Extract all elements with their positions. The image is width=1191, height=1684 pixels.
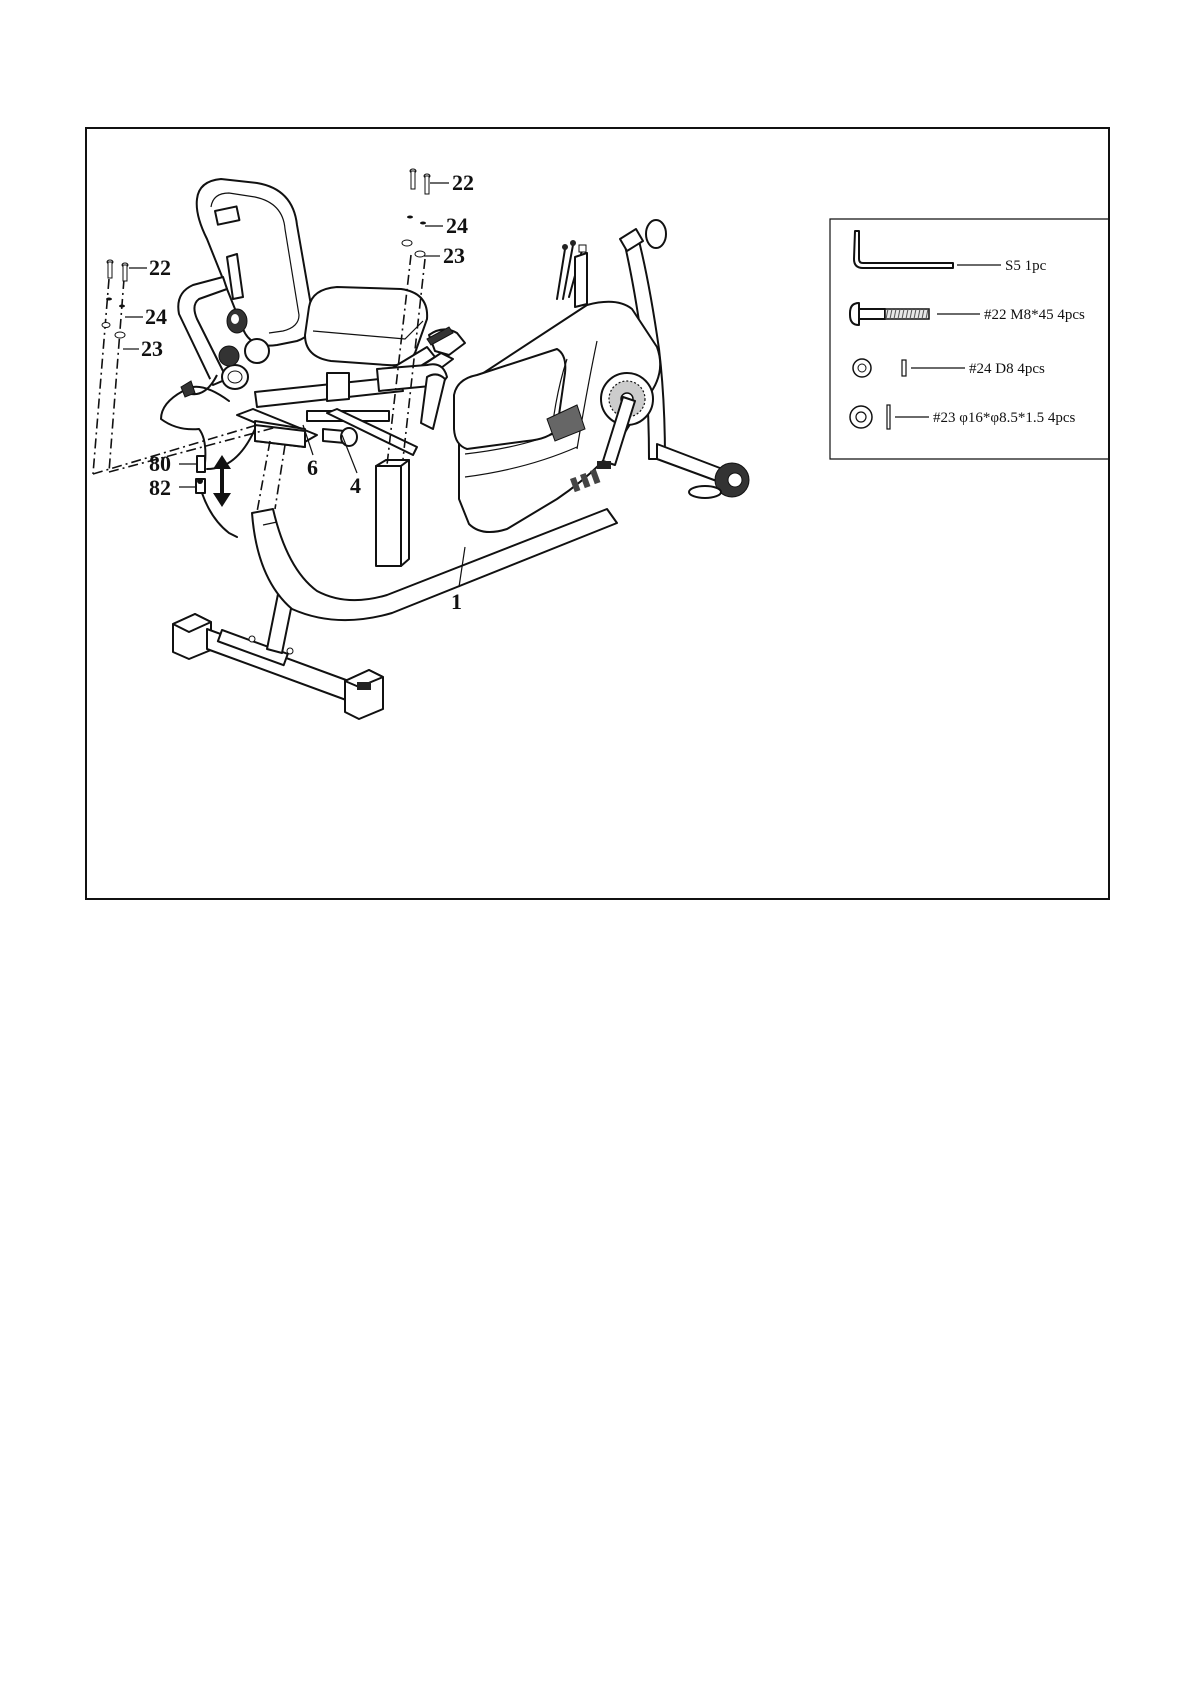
hardware-label-spring-washer: #24 D8 4pcs <box>969 361 1045 377</box>
spring-washer-icon <box>407 216 413 219</box>
callout-24-left: 24 <box>145 304 167 329</box>
bolt-icon <box>850 303 929 325</box>
hardware-label-flat-washer: #23 φ16*φ8.5*1.5 4pcs <box>933 410 1075 426</box>
callout-82: 82 <box>149 475 171 500</box>
callout-24-right: 24 <box>446 213 468 238</box>
callout-4: 4 <box>350 473 361 498</box>
flywheel-housing <box>454 302 660 532</box>
flat-washer-icon <box>102 323 110 328</box>
callout-22-left: 22 <box>149 255 171 280</box>
bolt-icon <box>410 169 430 194</box>
flat-washer-icon <box>402 240 412 246</box>
flat-washer-icon <box>850 405 890 429</box>
spring-washer-icon <box>106 298 112 301</box>
hardware-box: S5 1pc #22 M8*45 4pcs #24 D8 4pcs <box>830 219 1108 459</box>
callout-23-left: 23 <box>141 336 163 361</box>
recumbent-bike-assembly-drawing: S5 1pc #22 M8*45 4pcs #24 D8 4pcs <box>87 129 1108 898</box>
hardware-label-wrench: S5 1pc <box>1005 258 1047 274</box>
hardware-label-bolt: #22 M8*45 4pcs <box>984 307 1085 323</box>
spring-washer-icon <box>853 359 906 377</box>
callout-1: 1 <box>451 589 462 614</box>
callout-23-right: 23 <box>443 243 465 268</box>
allen-wrench-icon <box>854 231 953 268</box>
callout-80: 80 <box>149 451 171 476</box>
sensor-cable <box>161 381 255 537</box>
callout-6: 6 <box>307 455 318 480</box>
bolt-icon <box>107 260 128 281</box>
assembly-diagram-frame: S5 1pc #22 M8*45 4pcs #24 D8 4pcs <box>85 127 1110 900</box>
callout-22-right: 22 <box>452 170 474 195</box>
sensor-wires <box>557 240 587 307</box>
